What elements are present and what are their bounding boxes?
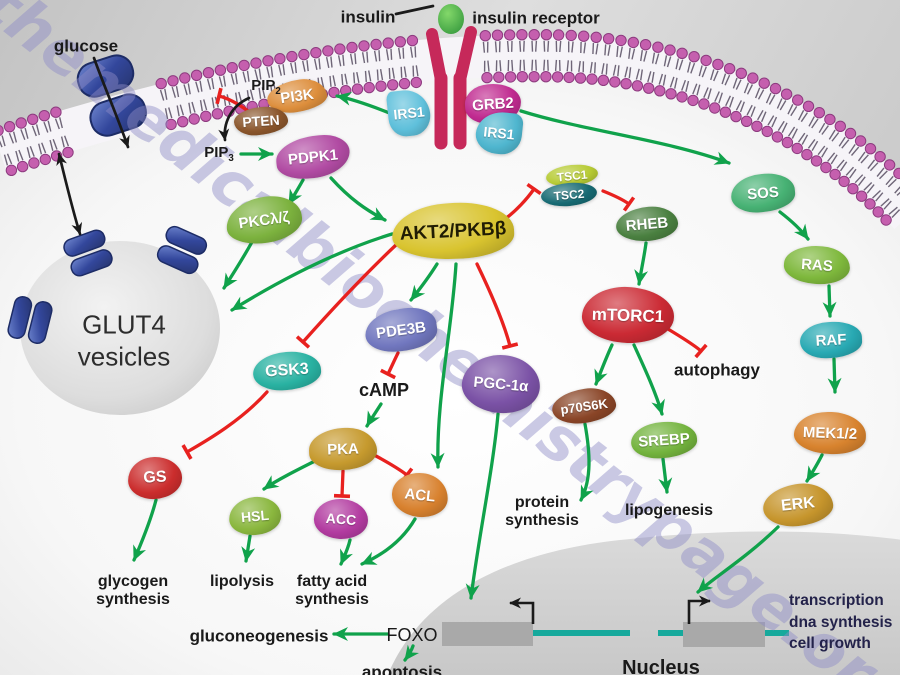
- edge-PGC-1α-nuclear gene (left): [465, 412, 500, 600]
- edge-PKA-HSL: [262, 458, 319, 491]
- edge-PIP₂-PIP₃: [218, 96, 251, 142]
- insulin-ligand-icon: [438, 4, 464, 34]
- vesicle-protein-icon: [156, 225, 208, 275]
- cell-interior: [0, 55, 900, 675]
- glucose-transporter-icon: [76, 54, 147, 137]
- edge-mTORC1-autophagy: [666, 327, 708, 359]
- label-pip2: PIP2: [251, 77, 281, 98]
- label-apoptosis: apoptosis: [361, 662, 443, 675]
- insulin-receptor-icon: [426, 4, 477, 150]
- edge-HSL-lipolysis: [241, 534, 256, 563]
- edge-RAF-MEK1/2: [827, 357, 842, 394]
- edge-ACL-fatty acid synthesis: [360, 517, 417, 566]
- edge-AKT2/PKBβ-PGC-1α: [475, 262, 519, 350]
- label-insulin-receptor: insulin receptor: [472, 8, 600, 28]
- edge-AKT2/PKBβ-GLUT4 vesicles: [230, 232, 394, 312]
- label-fatty-acid-synthesis: fatty acid synthesis: [295, 573, 369, 608]
- dna-strand-segment: [765, 630, 789, 636]
- label-camp: cAMP: [358, 379, 410, 400]
- edge-GLUT4 vesicles-plasma membrane: [56, 152, 83, 236]
- edge-IRS1-PI3K: [335, 91, 394, 116]
- edge-p70S6K-protein synthesis: [579, 422, 594, 502]
- edge-PKA-ACL: [374, 454, 414, 483]
- edge-AKT2/PKBβ-GSK3: [295, 242, 399, 349]
- label-lipolysis: lipolysis: [209, 573, 275, 591]
- tss-left-arrow: [509, 597, 535, 624]
- tss-right-arrow: [687, 595, 711, 624]
- label-nuclear-outputs: transcription dna synthesis cell growth: [789, 590, 892, 655]
- label-insulin: insulin: [340, 7, 396, 27]
- edge-RHEB-mTORC1: [634, 241, 649, 286]
- edge-AKT2/PKBβ-TSC1/TSC2: [503, 182, 542, 221]
- edge-mTORC1-p70S6K: [594, 343, 614, 386]
- edge-PDPK1-AKT2/PKBβ: [329, 176, 387, 222]
- edge-SREBP-lipogenesis: [658, 457, 673, 494]
- glut4-vesicle-shape: [20, 241, 220, 415]
- vesicle-protein-icon: [63, 229, 113, 277]
- edge-PDE3B-cAMP: [380, 351, 400, 380]
- edge-cAMP-PKA: [365, 402, 383, 428]
- label-cell-growth: cell growth: [789, 635, 871, 652]
- edge-PTEN-PIP₂→PIP₃ conversion: [215, 87, 250, 113]
- membrane-band: [0, 34, 900, 230]
- edge-AKT2/PKBβ-ACL: [430, 262, 458, 469]
- edge-mTORC1-SREBP: [632, 343, 665, 416]
- edge-insulin-insulin receptor: [394, 4, 435, 16]
- edge-FOXO-apoptosis: [403, 644, 419, 662]
- membrane-lipids: [0, 29, 900, 226]
- vesicle-protein-icon: [7, 295, 53, 345]
- label-dna-synthesis: dna synthesis: [789, 613, 893, 631]
- label-protein-synthesis: protein synthesis: [505, 494, 579, 529]
- edge-TSC1/TSC2-RHEB: [601, 189, 636, 212]
- label-nucleus: Nucleus: [622, 656, 700, 675]
- edge-PKA-ACC: [333, 469, 351, 499]
- edge-ACC-fatty acid synthesis: [339, 538, 353, 566]
- label-lipogenesis: lipogenesis: [624, 502, 714, 520]
- gene-box-left: [442, 622, 533, 646]
- dna-strand-segment: [658, 630, 683, 636]
- edge-SOS-RAS: [778, 210, 810, 241]
- edge-AKT2/PKBβ-PDE3B: [409, 262, 439, 302]
- label-pip3: PIP3: [204, 144, 234, 165]
- label-glucose: glucose: [53, 36, 119, 56]
- edge-PKCλ/ζ-GLUT4 vesicles: [222, 240, 254, 290]
- edge-GS-glycogen synthesis: [132, 498, 158, 562]
- gene-box-right: [683, 622, 765, 647]
- edge-RAS-RAF: [822, 284, 837, 318]
- edge-ERK-nuclear gene (right): [696, 525, 780, 594]
- dna-strand-segment: [533, 630, 630, 636]
- edge-MEK1/2-ERK: [805, 453, 824, 483]
- label-gluconeogenesis: gluconeogenesis: [189, 626, 329, 646]
- label-transcription: transcription: [789, 592, 884, 609]
- edge-glucose-cytosol: [92, 56, 130, 149]
- edge-GRB2-SOS: [519, 109, 731, 165]
- label-glycogen-synthesis: glycogen synthesis: [96, 573, 170, 608]
- label-autophagy: autophagy: [674, 360, 760, 380]
- label-foxo: FOXO: [386, 624, 438, 645]
- edge-GSK3-GS: [181, 390, 269, 460]
